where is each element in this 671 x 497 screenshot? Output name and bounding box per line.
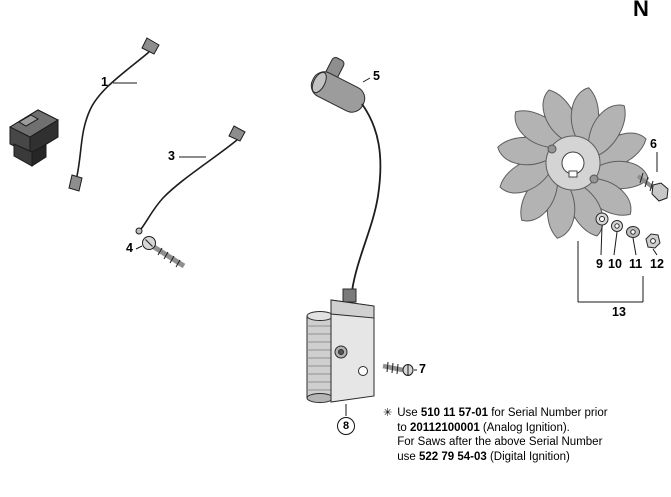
wire-1-drawing [68, 37, 160, 192]
note-line-1: Use 510 11 57-01 for Serial Number prior [397, 407, 608, 419]
part-label-4: 4 [126, 241, 133, 255]
leader-lines [113, 77, 658, 416]
serial-number-note: ✳ Use 510 11 57-01 for Serial Number pri… [383, 406, 608, 464]
part-label-9: 9 [596, 257, 603, 271]
part-label-12: 12 [650, 257, 664, 271]
asterisk-icon: ✳ [383, 407, 393, 419]
part-label-6: 6 [650, 137, 657, 151]
part-label-1: 1 [101, 75, 108, 89]
part-label-5: 5 [373, 69, 380, 83]
washer-9-drawing [595, 212, 609, 226]
part-label-3: 3 [168, 149, 175, 163]
note-text: Use 510 11 57-01 for Serial Number prior… [397, 406, 607, 464]
part-label-10: 10 [608, 257, 622, 271]
washer-11-drawing [626, 226, 640, 238]
flywheel-drawing [494, 84, 652, 242]
screw-4-drawing [142, 236, 186, 269]
part-label-11: 11 [629, 257, 643, 271]
wire-3-drawing [135, 125, 246, 235]
part-label-7: 7 [419, 362, 426, 376]
screw-7-drawing [382, 361, 414, 376]
part-label-8: 8 [342, 419, 350, 432]
nut-12-drawing [645, 233, 661, 249]
part-label-8-circled: 8 [337, 417, 355, 435]
spark-plug-boot-drawing [310, 57, 382, 292]
part-label-13: 13 [612, 305, 626, 319]
note-line-4: use 522 79 54-03 (Digital Ignition) [397, 450, 570, 463]
ignition-module-drawing [306, 288, 375, 403]
bolt-6-drawing [636, 172, 669, 202]
note-line-2: to 20112100001 (Analog Ignition). [397, 421, 570, 434]
note-line-3: For Saws after the above Serial Number [397, 436, 603, 448]
page-letter: N [633, 0, 649, 21]
washer-10-drawing [611, 220, 623, 232]
stop-switch-drawing [8, 109, 60, 167]
